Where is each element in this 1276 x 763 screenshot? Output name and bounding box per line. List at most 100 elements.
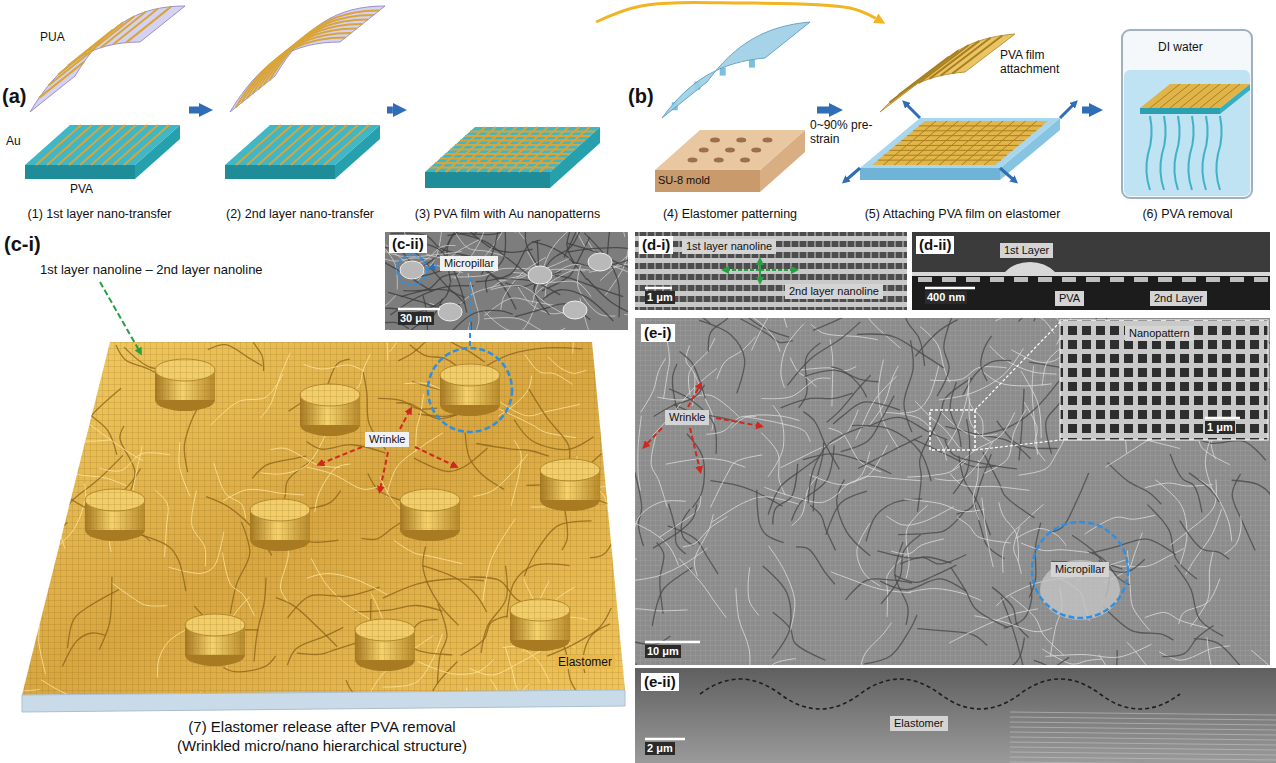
scale-bar <box>925 287 975 290</box>
sample-front <box>1140 108 1220 114</box>
wrinkle-line <box>708 318 740 352</box>
wrinkle-line <box>979 369 1051 386</box>
wrinkle-line <box>260 353 290 418</box>
wrinkle-line <box>1207 637 1255 665</box>
wrinkle-line <box>315 464 350 512</box>
nanoline <box>445 153 570 155</box>
wrinkle-line <box>208 345 262 366</box>
part-label: PVA <box>70 182 93 196</box>
nanoline <box>939 121 992 165</box>
wrinkle-line <box>567 243 628 273</box>
wrinkle-line <box>877 551 951 563</box>
wrinkle-line <box>1170 454 1202 512</box>
wrinkle-line <box>963 360 1012 395</box>
panel-label: (d-i) <box>639 236 673 254</box>
wrinkle-line <box>473 454 528 497</box>
step-caption: (2) 2nd layer nano-transfer <box>224 207 376 222</box>
micropillar <box>155 359 215 411</box>
wrinkle-line <box>827 375 871 422</box>
nanoline <box>962 121 1015 165</box>
wrinkle-line <box>222 552 254 615</box>
wrinkle-line <box>898 510 965 534</box>
wrinkle-line <box>942 412 998 435</box>
wrinkle-line <box>15 371 71 418</box>
wrinkle-line <box>652 567 692 625</box>
second-layer <box>1110 277 1124 282</box>
pillar-top-grid <box>510 599 570 621</box>
sem-pillar <box>588 253 612 271</box>
wrinkle-line <box>55 483 86 549</box>
wrinkle-line <box>983 452 1035 518</box>
wrinkle-line <box>828 428 881 472</box>
wrinkle-line <box>1024 402 1046 462</box>
step-caption: (3) PVA film with Au nanopatterns <box>413 207 602 222</box>
wrinkle-line <box>864 615 917 664</box>
panel-label: (b) <box>628 84 654 108</box>
wrinkle-line <box>635 663 636 665</box>
wrinkle-line <box>813 318 876 330</box>
strain-arrow <box>1060 103 1075 118</box>
dissolving-pva <box>1174 116 1179 190</box>
nanoline <box>324 125 369 165</box>
pillar-top <box>85 489 145 511</box>
wrinkle-line <box>1232 474 1255 551</box>
scale-label: 10 μm <box>645 645 681 658</box>
wrinkle-line <box>261 433 326 474</box>
nanoline <box>884 155 1007 156</box>
wrinkle-line <box>748 567 759 615</box>
pillar <box>749 60 755 68</box>
wrinkle-line <box>781 393 853 408</box>
part-label: Au <box>6 134 21 148</box>
wrinkle-line <box>254 578 266 662</box>
wrinkle-line <box>915 401 959 448</box>
nanoline <box>952 35 1002 73</box>
pillar-top-grid <box>540 459 600 481</box>
wrinkle-line <box>681 509 693 545</box>
wrinkle-line <box>641 358 666 412</box>
wrinkle-line <box>0 420 65 473</box>
wrinkle-line <box>1194 639 1260 665</box>
wrinkle-line <box>1050 473 1088 532</box>
second-layer <box>1230 277 1244 282</box>
wrinkle-line <box>773 612 826 660</box>
wrinkle-line <box>973 460 979 520</box>
wrinkle-line <box>907 461 966 477</box>
wrinkle-lines <box>0 280 696 763</box>
pillar-top <box>440 364 500 386</box>
wrinkle-line <box>38 287 57 348</box>
sem-background <box>635 668 1276 763</box>
wrinkle-line <box>287 627 343 665</box>
wrinkle-arrow <box>415 447 455 466</box>
nanoline <box>430 167 555 169</box>
wrinkle-line <box>20 597 45 674</box>
wrinkle-line <box>418 659 494 674</box>
sem-streak <box>1010 732 1276 735</box>
wrinkle-line <box>663 335 669 399</box>
pillar-top-grid <box>155 359 215 381</box>
wrinkle-line <box>1 447 24 514</box>
strain-arrow <box>905 103 920 118</box>
process-step: (1) 1st layer nano-transfer <box>12 22 187 222</box>
wrinkle-line <box>485 348 583 367</box>
wrinkle-line <box>939 348 1024 399</box>
wrinkle-line <box>917 629 987 646</box>
direction-arrow <box>759 270 761 281</box>
wrinkle-line <box>514 420 593 450</box>
nanoline <box>928 121 981 165</box>
wrinkle-line <box>831 367 866 397</box>
wrinkle-line <box>499 409 577 438</box>
wrinkle-line <box>471 322 483 330</box>
second-layer <box>1254 277 1268 282</box>
annotation-tag: Micropillar <box>440 256 498 271</box>
wrinkle-line <box>1191 550 1214 627</box>
dissolving-pva <box>1146 116 1151 190</box>
wrinkle-line <box>1189 473 1219 502</box>
strain-label: 0~90% pre-strain <box>810 118 878 147</box>
sample-top <box>1140 84 1250 108</box>
first-layer <box>912 262 1270 276</box>
wrinkle-line <box>745 417 810 442</box>
wrinkle-line <box>252 328 264 371</box>
wrinkle-line <box>982 497 993 567</box>
pva-substrate-top <box>25 125 180 165</box>
wrinkle-line <box>1016 528 1066 545</box>
